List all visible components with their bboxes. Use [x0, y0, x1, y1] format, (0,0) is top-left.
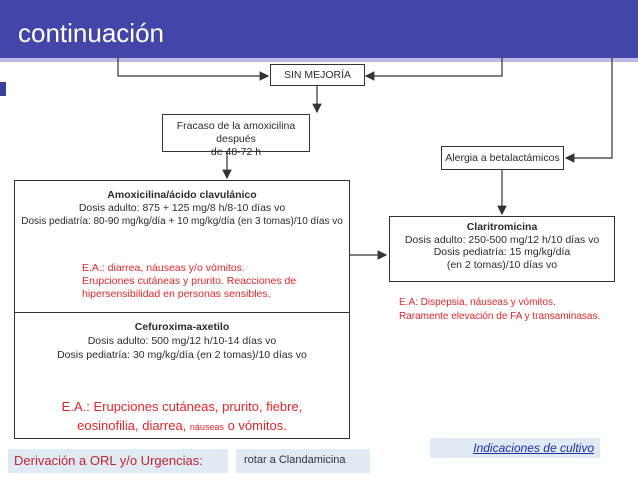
clari-ea-line-2: Raramente elevación de FA y transaminasa…	[399, 311, 601, 322]
fracaso-line-2: de 48-72 h	[210, 146, 262, 158]
cefu-ea: E.A.: Erupciones cutáneas, prurito, fieb…	[16, 397, 348, 437]
sin-mejoria-box: SIN MEJORÍA	[270, 64, 365, 86]
connector-to-alergia	[564, 58, 613, 163]
cefu-ea-line-1: E.A.: Erupciones cutáneas, prurito, fieb…	[61, 399, 303, 414]
rotar-label: rotar a Clandamicina	[244, 454, 346, 466]
amoxi-ea-line-3: hipersensibilidad en personas sensibles.	[82, 288, 271, 300]
amoxi-heading: Amoxicilina/ácido clavulánico	[107, 189, 257, 201]
amoxi-dose-ped: Dosis pediatría: 80-90 mg/kg/día + 10 mg…	[21, 216, 343, 227]
clari-dose-ped-1: Dosis pediatría: 15 mg/kg/día	[433, 246, 571, 258]
clari-dose-ped-2: (en 2 tomas)/10 días vo	[446, 258, 558, 271]
title-bar	[0, 0, 638, 58]
amoxi-ea-line-2: Erupciones cutáneas y prurito. Reaccione…	[82, 275, 297, 287]
amoxi-cefu-box	[14, 180, 350, 439]
cefu-heading: Cefuroxima-axetilo	[134, 321, 230, 333]
cefu-dose-ped: Dosis pediatría: 30 mg/kg/día (en 2 toma…	[57, 349, 307, 361]
derivacion-label: Derivación a ORL y/o Urgencias:	[14, 453, 203, 468]
cefu-section: Cefuroxima-axetilo Dosis adulto: 500 mg/…	[16, 320, 348, 362]
cefu-ea-line-2b: náuseas	[189, 422, 224, 432]
clari-ea: E.A: Dispepsia, náuseas y vómitos. Raram…	[399, 296, 629, 324]
amoxi-cefu-divider	[14, 312, 350, 313]
fracaso-line-1: Fracaso de la amoxicilina después	[176, 120, 296, 145]
connector-right-top	[364, 58, 503, 81]
cefu-ea-line-2a: eosinofilia, diarrea,	[77, 418, 187, 433]
amoxi-ea-line-1: E.A.: diarrea, náuseas y/o vómitos.	[82, 262, 245, 274]
amoxi-section: Amoxicilina/ácido clavulánico Dosis adul…	[16, 189, 348, 228]
slide-title: continuación	[18, 18, 164, 48]
amoxi-ea: E.A.: diarrea, náuseas y/o vómitos. Erup…	[82, 262, 342, 301]
connector-left-top	[117, 58, 270, 81]
rotar-box: rotar a Clandamicina	[236, 449, 370, 473]
fracaso-box: Fracaso de la amoxicilina después de 48-…	[162, 114, 310, 158]
clari-ea-line-1: E.A: Dispepsia, náuseas y vómitos.	[399, 297, 556, 308]
indicaciones-label: Indicaciones de cultivo	[473, 441, 594, 455]
clari-box: Claritromicina Dosis adulto: 250-500 mg/…	[389, 216, 615, 282]
derivacion-box: Derivación a ORL y/o Urgencias:	[8, 449, 228, 473]
clari-heading: Claritromicina	[466, 221, 538, 233]
sin-mejoria-label: SIN MEJORÍA	[283, 69, 352, 81]
cefu-ea-line-2: eosinofilia, diarrea, náuseas o vómitos.	[16, 416, 348, 437]
indicaciones-box: Indicaciones de cultivo	[430, 438, 600, 458]
title-stripe	[0, 58, 638, 62]
amoxi-dose-adult: Dosis adulto: 875 + 125 mg/8 h/8-10 días…	[78, 202, 286, 214]
alergia-label: Alergia a betalactámicos	[445, 152, 560, 164]
cefu-ea-line-2c: o vómitos.	[227, 418, 287, 433]
alergia-box: Alergia a betalactámicos	[441, 146, 564, 170]
cefu-dose-adult: Dosis adulto: 500 mg/12 h/10-14 días vo	[87, 335, 277, 347]
left-accent	[0, 82, 6, 96]
clari-dose-adult: Dosis adulto: 250-500 mg/12 h/10 días vo	[404, 233, 600, 246]
